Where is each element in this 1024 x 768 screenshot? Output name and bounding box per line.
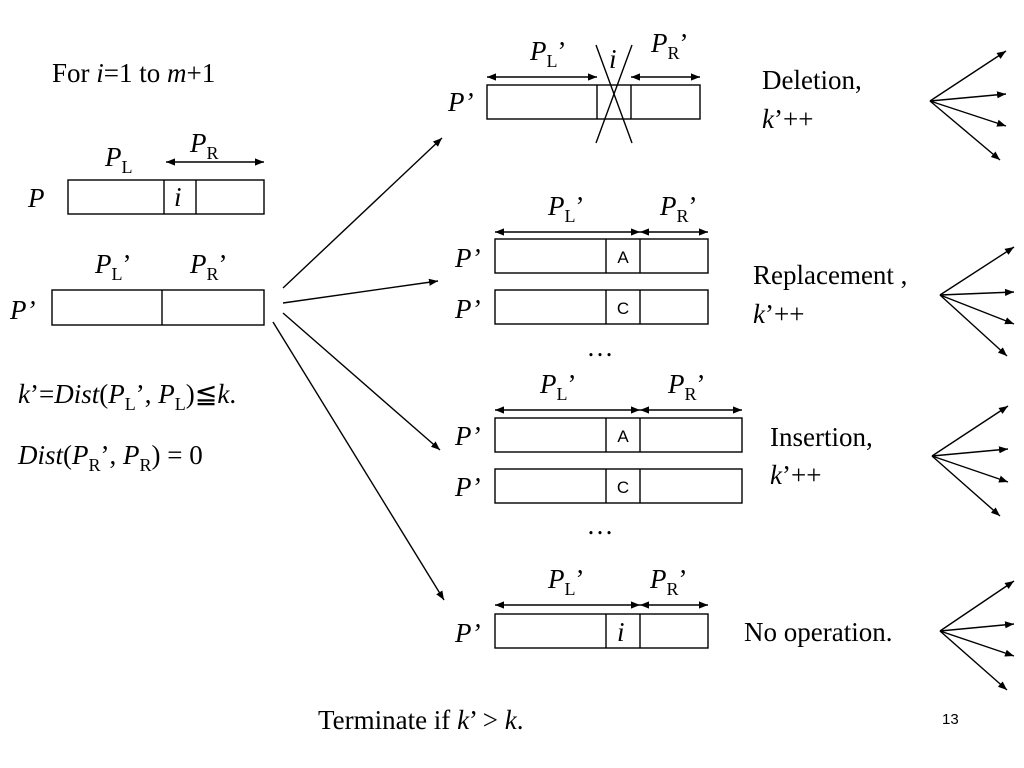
replacement-block: PL’ PR’ P’ A P’ C … Replacement , k’++: [454, 191, 907, 362]
p-row-label: P: [27, 183, 45, 213]
loop-label: For i=1 to m+1: [52, 58, 215, 88]
del-pprime-label: P’: [447, 87, 473, 117]
arrow-to-noop: [272, 321, 445, 601]
i-cell: i: [174, 182, 182, 212]
page-number: 13: [942, 711, 959, 728]
fanout-deletion: [929, 50, 1007, 161]
fanout-replacement: [939, 246, 1015, 357]
rep-pr-label: PR’: [659, 191, 698, 226]
formula-dist-zero: Dist(PR’, PR) = 0: [17, 440, 203, 475]
fanout-insertion: [931, 405, 1009, 517]
rep-c-cell: C: [617, 299, 629, 318]
plprime-label: PL’: [94, 249, 132, 284]
noop-block: PL’ PR’ P’ i No operation.: [454, 564, 892, 649]
noop-pprime-label: P’: [454, 618, 480, 648]
replacement-label: Replacement ,: [753, 260, 907, 290]
arrow-to-deletion: [282, 137, 443, 289]
prprime-label: PR’: [189, 249, 228, 284]
insertion-block: PL’ PR’ P’ A P’ C … Insertion, k’++: [454, 369, 873, 540]
pprime-row-label: P’: [9, 295, 35, 325]
ins-c-pprime-label: P’: [454, 472, 480, 502]
ins-a-pprime-label: P’: [454, 421, 480, 451]
ins-ellipsis: …: [587, 510, 614, 540]
ins-a-cell: A: [617, 427, 629, 446]
strike-line-2: [595, 44, 633, 144]
rep-pl-label: PL’: [547, 191, 585, 226]
del-pr-label: PR’: [650, 28, 689, 63]
pattern-p: PL PR P i: [27, 128, 265, 215]
rep-a-cell: A: [617, 248, 629, 267]
del-pl-label: PL’: [529, 36, 567, 71]
branch-arrows: [272, 137, 445, 601]
formula-k-dist: k’=Dist(PL’, PL)≦k.: [18, 379, 236, 414]
rep-ellipsis: …: [587, 332, 614, 362]
rep-a-pprime-label: P’: [454, 243, 480, 273]
arrow-to-insertion: [282, 312, 441, 451]
terminate-condition: Terminate if k’ > k.: [318, 705, 524, 735]
noop-pr-label: PR’: [649, 564, 688, 599]
arrow-to-replacement: [282, 278, 439, 304]
pattern-pprime: PL’ PR’ P’: [9, 249, 265, 326]
noop-label: No operation.: [744, 617, 892, 647]
insertion-label: Insertion,: [770, 422, 873, 452]
fanout-noop: [939, 580, 1015, 691]
ins-pr-label: PR’: [667, 369, 706, 404]
pl-label: PL: [104, 142, 133, 177]
del-i-label: i: [609, 44, 617, 74]
deletion-label: Deletion,: [762, 65, 862, 95]
insertion-kpp: k’++: [770, 460, 821, 490]
deletion-block: PL’ PR’ i P’ Deletion, k’++: [447, 28, 862, 144]
ins-pl-label: PL’: [539, 369, 577, 404]
rep-c-pprime-label: P’: [454, 294, 480, 324]
pr-label: PR: [189, 128, 219, 163]
ins-c-cell: C: [617, 478, 629, 497]
noop-pl-label: PL’: [547, 564, 585, 599]
noop-i-cell: i: [617, 617, 625, 647]
replacement-kpp: k’++: [753, 299, 804, 329]
deletion-kpp: k’++: [762, 104, 813, 134]
